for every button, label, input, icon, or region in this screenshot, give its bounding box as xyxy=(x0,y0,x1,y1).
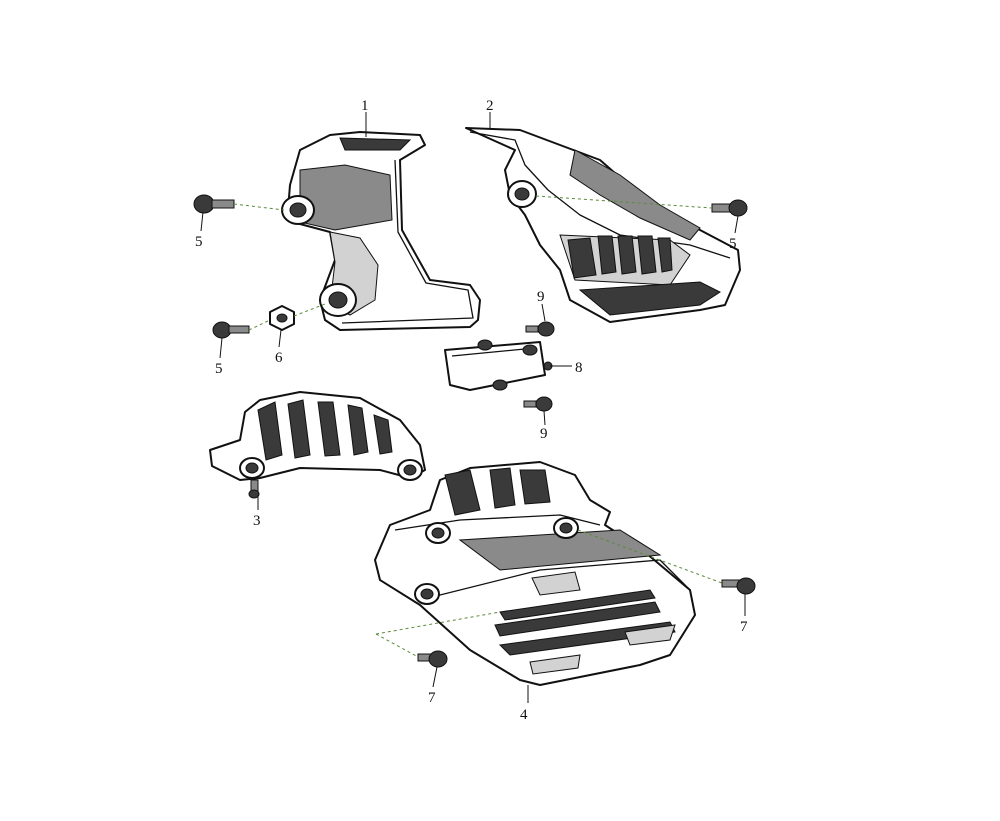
part-3-ribs xyxy=(257,399,393,461)
callout-7-left: 7 xyxy=(428,690,436,706)
part-1-left-upper-cover xyxy=(281,131,481,331)
bolt-5-right xyxy=(711,199,748,217)
callout-3: 3 xyxy=(253,513,261,529)
assembly-guide-lines xyxy=(233,195,723,658)
leader-lines xyxy=(200,112,746,703)
callout-4: 4 xyxy=(520,707,528,723)
callout-9-upper: 9 xyxy=(537,289,545,305)
bolt-5-left-lower xyxy=(212,321,250,339)
part-2-vent-slats xyxy=(567,235,673,279)
screw-9-upper xyxy=(525,321,555,337)
callout-2: 2 xyxy=(486,98,494,114)
callout-7-right: 7 xyxy=(740,619,748,635)
bolt-5-left-upper xyxy=(193,194,235,214)
bolt-7-left xyxy=(417,650,448,668)
stud-3 xyxy=(248,479,260,499)
callout-5-lower-left: 5 xyxy=(215,361,223,377)
nut-6 xyxy=(269,305,295,331)
part-4-louvers xyxy=(494,589,676,656)
part-4-lower-cover xyxy=(374,461,696,686)
bolt-7-right xyxy=(721,577,756,595)
callout-1: 1 xyxy=(361,98,369,114)
part-8-bracket xyxy=(444,339,553,391)
part-2-right-upper-cover xyxy=(465,127,741,323)
callout-5-right: 5 xyxy=(729,236,737,252)
callout-8: 8 xyxy=(575,360,583,376)
callout-5-upper-left: 5 xyxy=(195,234,203,250)
part-3-ribbed-cover xyxy=(209,391,426,481)
screw-9-lower xyxy=(523,396,553,412)
callout-9-lower: 9 xyxy=(540,426,548,442)
callout-labels: 1 2 3 4 5 5 5 6 7 7 8 9 9 xyxy=(195,98,748,723)
callout-6: 6 xyxy=(275,350,283,366)
